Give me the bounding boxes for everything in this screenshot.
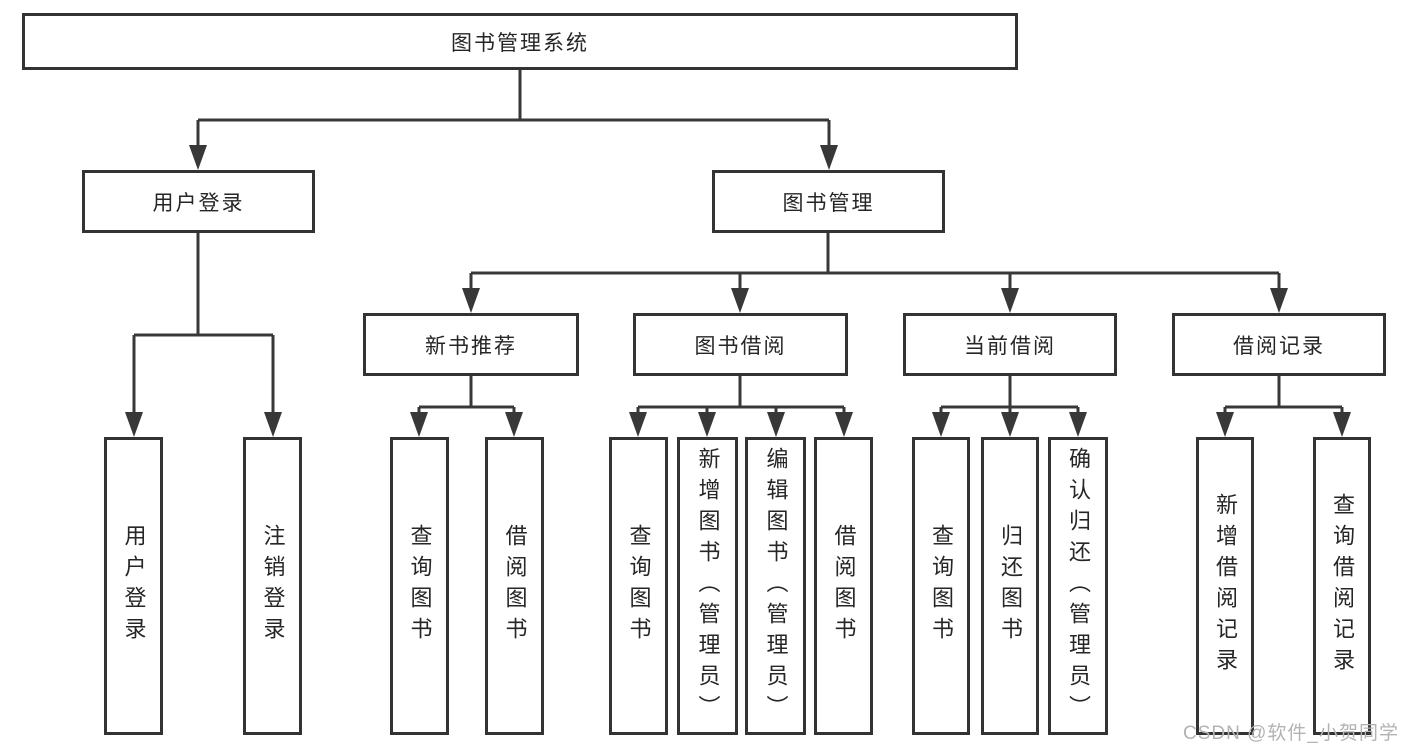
- node-book-management: 图书管理: [712, 170, 945, 233]
- node-label: 借阅图书: [831, 524, 857, 648]
- arrow-icon: [629, 412, 647, 437]
- node-leaf-query-books-borrow: 查询图书: [609, 437, 668, 735]
- connector-borrow-records: [1223, 376, 1344, 417]
- node-label: 查询图书: [626, 524, 652, 648]
- node-leaf-return-books: 归还图书: [981, 437, 1039, 735]
- node-label: 确认归还（管理员）: [1066, 446, 1091, 726]
- arrow-icon: [698, 412, 716, 437]
- node-label: 图书借阅: [694, 334, 787, 358]
- connector-book-borrow: [636, 376, 846, 417]
- arrow-icon: [505, 412, 523, 437]
- connector-book-management: [469, 233, 1281, 293]
- node-leaf-edit-books-admin: 编辑图书（管理员）: [745, 437, 806, 735]
- node-user-login: 用户登录: [82, 170, 315, 233]
- node-label: 借阅记录: [1233, 334, 1325, 358]
- node-label: 新书推荐: [425, 334, 517, 358]
- node-borrow-records: 借阅记录: [1172, 313, 1386, 376]
- node-leaf-borrow-books-recommend: 借阅图书: [485, 437, 544, 735]
- arrow-icon: [1333, 412, 1351, 437]
- arrow-icon: [835, 412, 853, 437]
- connector-new-book-recommend: [417, 376, 516, 417]
- node-root: 图书管理系统: [22, 13, 1018, 70]
- node-current-borrow: 当前借阅: [903, 313, 1117, 376]
- node-book-borrow: 图书借阅: [633, 313, 848, 376]
- arrow-icon: [820, 145, 838, 170]
- node-leaf-query-borrow-record: 查询借阅记录: [1313, 437, 1371, 735]
- node-leaf-borrow-books: 借阅图书: [814, 437, 873, 735]
- arrow-icon: [1069, 412, 1087, 437]
- arrow-icon: [731, 288, 749, 313]
- arrow-icon: [1001, 288, 1019, 313]
- node-leaf-add-borrow-record: 新增借阅记录: [1196, 437, 1254, 735]
- node-leaf-add-books-admin: 新增图书（管理员）: [677, 437, 738, 735]
- arrow-icon: [462, 288, 480, 313]
- node-leaf-confirm-return-admin: 确认归还（管理员）: [1048, 437, 1108, 735]
- node-leaf-user-login: 用户登录: [104, 437, 163, 735]
- arrow-icon: [125, 412, 143, 437]
- node-label: 借阅图书: [502, 524, 528, 648]
- connector-current-borrow: [939, 376, 1080, 417]
- node-label: 新增借阅记录: [1213, 493, 1238, 679]
- arrow-icon: [1270, 288, 1288, 313]
- node-root-label: 图书管理系统: [451, 31, 589, 55]
- node-label: 用户登录: [152, 191, 245, 215]
- node-label: 查询图书: [407, 524, 433, 648]
- arrow-icon: [1216, 412, 1234, 437]
- arrow-icon: [1001, 412, 1019, 437]
- node-label: 新增图书（管理员）: [695, 446, 721, 726]
- node-label: 查询借阅记录: [1330, 493, 1355, 679]
- csdn-watermark: CSDN @软件_小贺同学: [1183, 723, 1399, 744]
- arrow-icon: [189, 145, 207, 170]
- node-label: 用户登录: [121, 524, 147, 648]
- node-leaf-query-books-recommend: 查询图书: [390, 437, 449, 735]
- node-label: 注销登录: [260, 524, 286, 648]
- connector-root: [196, 70, 831, 150]
- connector-user-login: [132, 233, 275, 417]
- arrow-icon: [767, 412, 785, 437]
- node-label: 图书管理: [782, 191, 875, 215]
- node-leaf-query-books-current: 查询图书: [912, 437, 970, 735]
- node-label: 当前借阅: [964, 334, 1056, 358]
- arrow-icon: [410, 412, 428, 437]
- node-label: 编辑图书（管理员）: [763, 446, 789, 726]
- node-new-book-recommend: 新书推荐: [363, 313, 579, 376]
- node-label: 查询图书: [929, 524, 954, 648]
- node-leaf-logout: 注销登录: [243, 437, 302, 735]
- node-label: 归还图书: [998, 524, 1023, 648]
- arrow-icon: [932, 412, 950, 437]
- arrow-icon: [264, 412, 282, 437]
